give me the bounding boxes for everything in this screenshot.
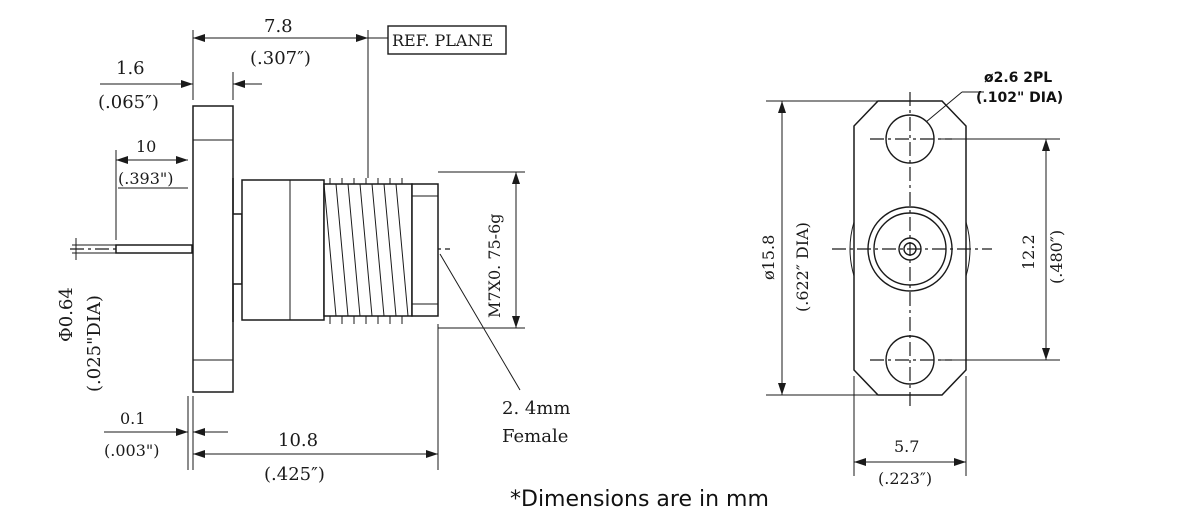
flange-length-inch: (.622″ DIA) <box>793 222 812 312</box>
center-pin <box>898 237 922 261</box>
pin-dia-inch: (.025"DIA) <box>84 295 105 392</box>
overall-length-inch: (.307″) <box>250 48 311 69</box>
flange-step <box>232 178 243 322</box>
hole-spacing-inch: (.480″) <box>1047 230 1066 284</box>
flange-width-inch: (.223″) <box>878 469 932 488</box>
hole-dia-label: ø2.6 2PL <box>984 70 1052 86</box>
pin-length-label: 10 <box>136 137 156 156</box>
front-view: ø2.6 2PL (.102" DIA) ø15.8 (.622″ DIA) 1… <box>759 70 1066 488</box>
thread-section <box>323 178 413 324</box>
contact-pin <box>115 244 193 254</box>
body-length-label: 10.8 <box>278 430 318 451</box>
thread-spec-label: M7X0. 75-6g <box>485 214 504 319</box>
gap-inch: (.003") <box>104 441 159 460</box>
ref-plane-label: REF. PLANE <box>392 31 493 50</box>
hole-dia-inch: (.102" DIA) <box>976 90 1063 106</box>
flange-thickness-inch: (.065″) <box>98 92 159 113</box>
front-cap <box>411 183 439 317</box>
connector-body <box>241 179 325 321</box>
pin-dia-label: Φ0.64 <box>56 287 77 342</box>
gap-label: 0.1 <box>120 409 145 428</box>
hole-spacing-label: 12.2 <box>1019 234 1038 270</box>
ref-plane-box <box>387 25 507 55</box>
flange <box>192 105 234 393</box>
side-view: 7.8 (.307″) REF. PLANE 1.6 (.065″) 10 (.… <box>56 16 570 485</box>
body-length-inch: (.425″) <box>264 464 325 485</box>
connector-size-label: 2. 4mm <box>502 398 570 419</box>
footnote: *Dimensions are in mm <box>510 487 769 512</box>
connector-gender-label: Female <box>502 426 568 447</box>
mounting-hole-bottom <box>885 335 935 385</box>
flange-width-label: 5.7 <box>894 437 919 456</box>
mounting-hole-top <box>885 114 935 164</box>
flange-thickness-label: 1.6 <box>116 58 145 79</box>
overall-length-label: 7.8 <box>264 16 293 37</box>
flange-length-label: ø15.8 <box>759 235 778 280</box>
pin-length-inch: (.393") <box>118 169 173 188</box>
center-connector-outer <box>867 206 953 292</box>
